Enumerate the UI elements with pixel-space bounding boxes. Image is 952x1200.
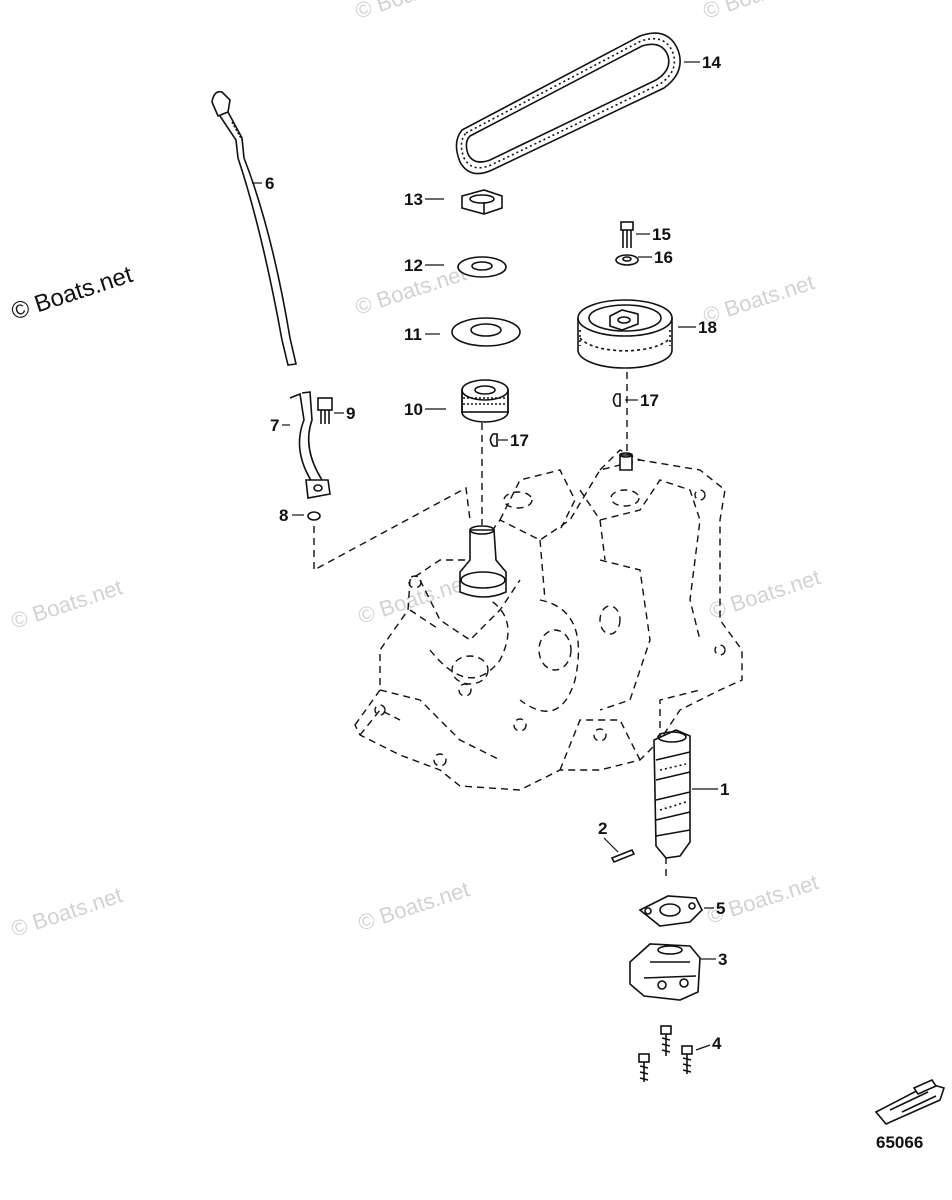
callout-8: 8 [279,506,289,525]
lock-washer [457,256,507,278]
callout-5: 5 [716,899,726,918]
callout-11: 11 [404,325,422,344]
o-ring [307,511,321,521]
dipstick-tube [289,391,331,499]
callout-6: 6 [265,174,275,193]
callout-10: 10 [404,400,423,419]
callout-4: 4 [712,1034,722,1053]
callout-17: 17 [640,391,659,410]
dowel-pin [610,848,636,864]
callout-18: 18 [698,318,717,337]
tube-bolt [317,397,333,424]
crankshaft-pulley [461,379,509,423]
oil-pump-gasket [638,895,703,927]
plate-washer [451,317,521,347]
callout-3: 3 [718,950,728,969]
outboard-motor-icon [874,1078,946,1125]
pulley-bolt [620,221,634,248]
callout-2: 2 [598,819,608,838]
callout-16: 16 [654,248,673,267]
callout-12: 12 [404,256,423,275]
timing-belt [455,32,681,175]
leader-lines [252,61,718,1051]
oil-pump [629,943,701,1001]
woodruff-key [489,393,621,447]
callout-15: 15 [652,225,671,244]
pump-screws [638,1025,693,1082]
figure-number: 65066 [876,1133,924,1152]
flywheel-nut [461,189,503,215]
cylinder-block [354,449,743,791]
callout-17: 17 [510,431,529,450]
callout-14: 14 [702,53,721,72]
callout-7: 7 [270,416,280,435]
assembly-lines [313,372,667,880]
camshaft-pulley [577,299,673,369]
callout-13: 13 [404,190,423,209]
pulley-washer [615,254,639,266]
dipstick [211,90,297,366]
callout-1: 1 [720,780,730,799]
callout-9: 9 [346,404,356,423]
camshaft [653,729,691,859]
